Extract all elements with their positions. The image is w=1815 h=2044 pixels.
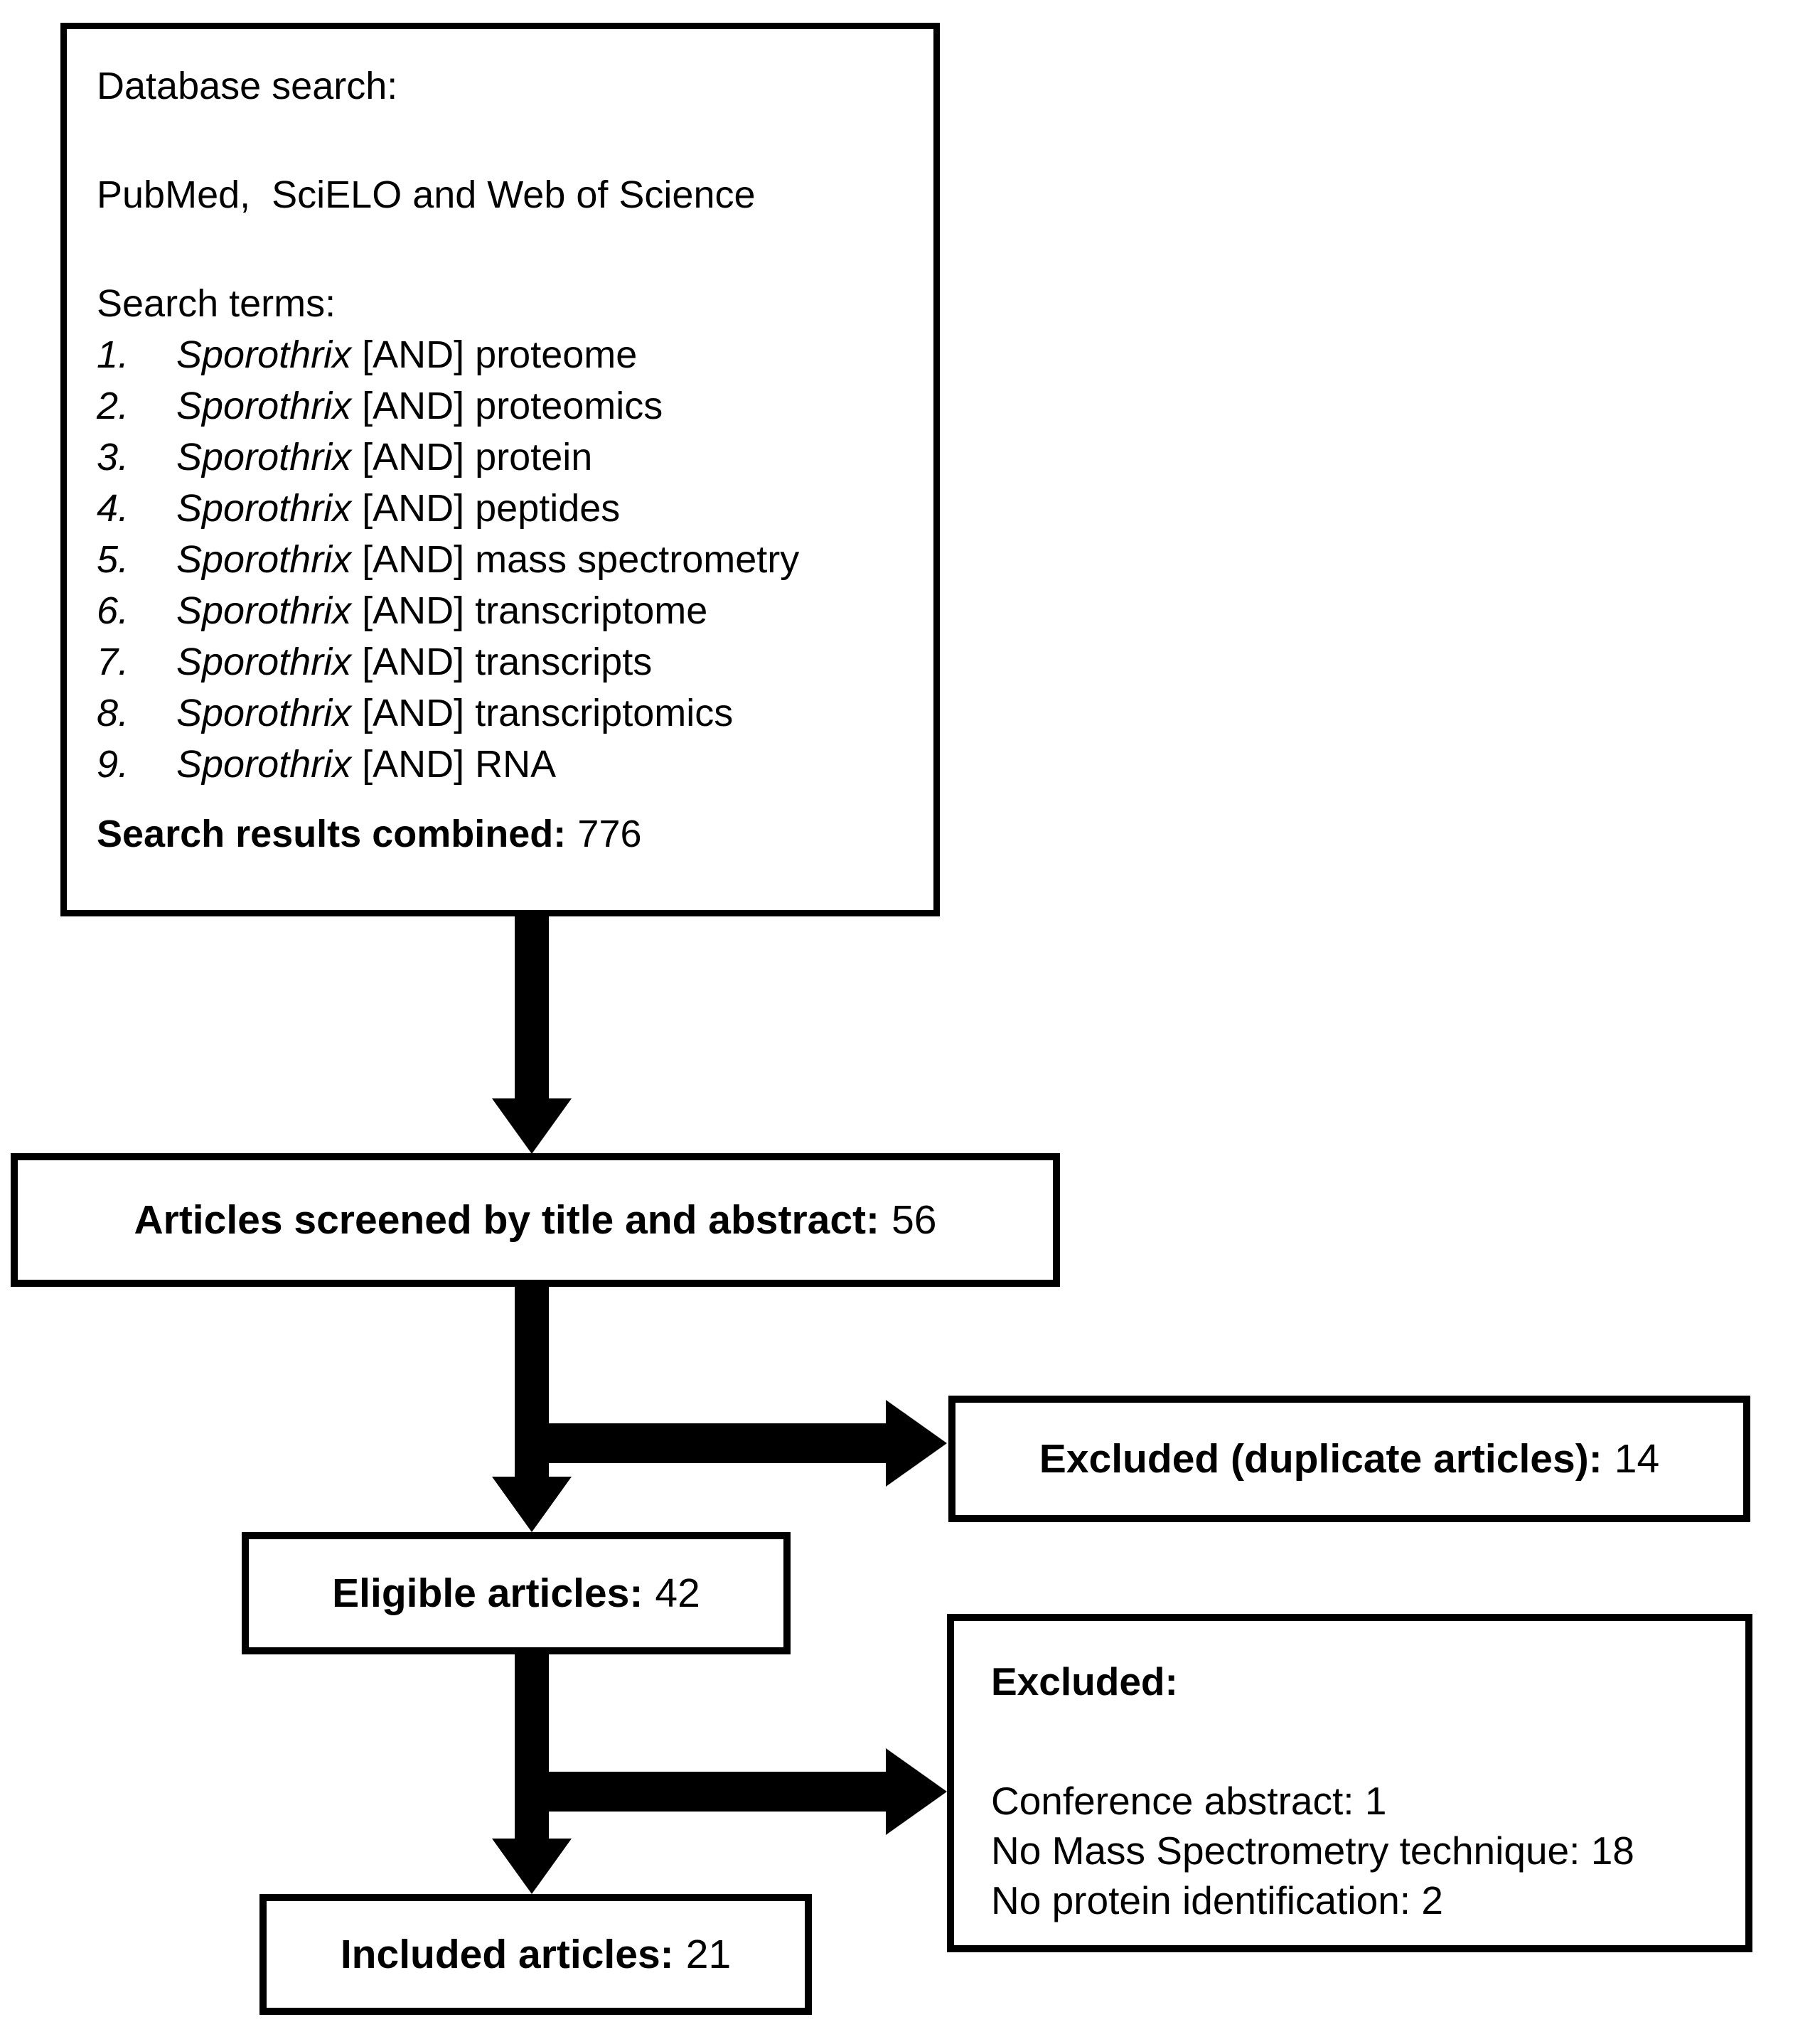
- term-text: Sporothrix [AND] transcriptomics: [176, 692, 734, 734]
- spacer: [991, 1706, 1724, 1776]
- excluded-reason-line: Conference abstract: 1: [991, 1779, 1387, 1823]
- term-text: Sporothrix [AND] transcripts: [176, 641, 653, 683]
- arrow-branch-to-excluded-duplicates-line: [515, 1423, 887, 1463]
- excluded-reasons-title: Excluded:: [991, 1659, 1178, 1703]
- excluded-reason-line: No protein identification: 2: [991, 1878, 1443, 1922]
- combined-label: Search results combined:: [97, 813, 567, 855]
- arrow-eligible-to-included-line: [515, 1654, 549, 1841]
- search-term-row: 5. Sporothrix [AND] mass spectrometry: [97, 534, 912, 585]
- term-number: 4.: [97, 487, 129, 530]
- arrow-database-to-screened-head: [492, 1098, 572, 1154]
- term-text: Sporothrix [AND] proteome: [176, 333, 638, 376]
- arrow-database-to-screened-line: [515, 916, 549, 1103]
- search-term-row: 2. Sporothrix [AND] proteomics: [97, 380, 912, 432]
- excluded-duplicates-value: 14: [1614, 1436, 1660, 1482]
- term-text: Sporothrix [AND] RNA: [176, 743, 557, 786]
- combined-value: 776: [577, 813, 642, 855]
- term-text: Sporothrix [AND] peptides: [176, 487, 621, 530]
- term-number: 3.: [97, 436, 129, 478]
- eligible-articles-box: Eligible articles: 42: [242, 1532, 791, 1654]
- term-number: 8.: [97, 692, 129, 734]
- screened-value: 56: [892, 1197, 937, 1243]
- term-number: 5.: [97, 538, 129, 581]
- database-search-box: Database search: PubMed, SciELO and Web …: [60, 23, 940, 916]
- search-results-combined: Search results combined:776: [97, 808, 912, 860]
- arrow-branch-to-excluded-reasons-head: [886, 1748, 947, 1835]
- term-text: Sporothrix [AND] mass spectrometry: [176, 538, 800, 581]
- excluded-reasons-box: Excluded: Conference abstract: 1 No Mass…: [947, 1614, 1752, 1952]
- eligible-label: Eligible articles:: [332, 1571, 643, 1616]
- included-value: 21: [685, 1932, 732, 1977]
- term-number: 2.: [97, 385, 129, 427]
- term-number: 9.: [97, 743, 129, 786]
- spacer: [97, 220, 912, 278]
- term-number: 6.: [97, 589, 129, 632]
- search-term-row: 3. Sporothrix [AND] protein: [97, 432, 912, 483]
- eligible-value: 42: [655, 1571, 700, 1616]
- search-term-row: 9. Sporothrix [AND] RNA: [97, 739, 912, 790]
- database-search-title: Database search:: [97, 65, 398, 107]
- arrow-branch-to-excluded-reasons-line: [515, 1772, 887, 1812]
- search-term-row: 4. Sporothrix [AND] peptides: [97, 483, 912, 534]
- term-text: Sporothrix [AND] proteomics: [176, 385, 663, 427]
- excluded-reason-line: No Mass Spectrometry technique: 18: [991, 1829, 1634, 1873]
- screened-label: Articles screened by title and abstract:: [134, 1197, 880, 1243]
- term-number: 1.: [97, 333, 129, 376]
- included-label: Included articles:: [340, 1932, 674, 1977]
- arrow-branch-to-excluded-duplicates-head: [886, 1400, 947, 1487]
- excluded-duplicates-label: Excluded (duplicate articles):: [1039, 1436, 1602, 1482]
- term-text: Sporothrix [AND] transcriptome: [176, 589, 708, 632]
- search-term-row: 8. Sporothrix [AND] transcriptomics: [97, 687, 912, 739]
- database-names: PubMed, SciELO and Web of Science: [97, 173, 756, 216]
- search-term-row: 7. Sporothrix [AND] transcripts: [97, 636, 912, 687]
- screened-articles-box: Articles screened by title and abstract:…: [11, 1153, 1060, 1287]
- arrow-screened-to-eligible-head: [492, 1477, 572, 1532]
- term-number: 7.: [97, 641, 129, 683]
- term-text: Sporothrix [AND] protein: [176, 436, 593, 478]
- search-term-row: 1. Sporothrix [AND] proteome: [97, 329, 912, 380]
- included-articles-box: Included articles:21: [259, 1894, 812, 2015]
- spacer: [97, 790, 912, 808]
- search-terms-label: Search terms:: [97, 282, 336, 325]
- arrow-eligible-to-included-head: [492, 1839, 572, 1894]
- search-term-row: 6. Sporothrix [AND] transcriptome: [97, 585, 912, 636]
- excluded-duplicates-box: Excluded (duplicate articles): 14: [948, 1396, 1750, 1522]
- spacer: [97, 112, 912, 169]
